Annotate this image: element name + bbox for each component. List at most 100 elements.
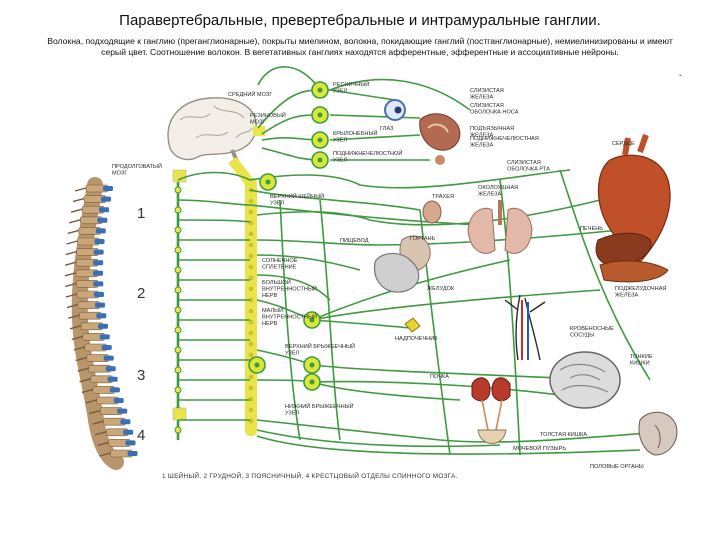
ganglia (248, 81, 329, 391)
chain-ganglion (174, 226, 182, 234)
vertebra-disc (97, 323, 108, 329)
vertebra-process (68, 314, 80, 319)
vertebra-disc (96, 313, 107, 319)
vertebra-disc (101, 196, 112, 202)
vertebra-process (70, 208, 83, 213)
vertebra-disc (127, 451, 138, 456)
label-eye: ГЛАЗ (380, 126, 394, 132)
vertebra-disc (97, 217, 108, 223)
vertebra-disc (107, 376, 118, 382)
vertebra-disc (93, 281, 104, 287)
cord-segment (248, 198, 254, 204)
section-number-1: 1 (137, 205, 145, 222)
vertebra-disc (103, 355, 114, 361)
vertebra-process (92, 420, 104, 425)
vertebra-disc (101, 345, 112, 350)
chain-ganglion (174, 386, 182, 394)
vertebra-process (64, 272, 77, 277)
celiac-ganglion-core (309, 317, 315, 323)
vertebra-disc (103, 186, 113, 191)
label-heart: СЕРДЦЕ (612, 141, 635, 147)
chain-ganglion (174, 186, 182, 194)
vertebra-disc (93, 292, 104, 297)
label-colon: ТОЛСТАЯ КИШКА (540, 432, 587, 438)
brainstem (228, 156, 255, 187)
submandibular-ganglion-core (317, 137, 323, 143)
vertebra-process (65, 282, 77, 288)
label-larynx: ГОРТАНЬ (410, 236, 436, 242)
mesenteric-ganglion-core (309, 379, 315, 385)
vertebra-disc (99, 207, 110, 213)
spine-illustration (64, 177, 138, 470)
chain-ganglion (174, 286, 182, 294)
vertebra-disc (94, 302, 105, 308)
vertebra-process (73, 346, 85, 351)
dash-mark: - (679, 70, 682, 80)
otic-ganglion-core (317, 157, 323, 163)
cord-segment (248, 264, 254, 270)
chain-ganglion (174, 326, 182, 334)
label-genitals: ПОЛОВЫЕ ОРГАНЫ (590, 464, 644, 470)
vertebra-disc (125, 440, 136, 446)
diagram-title: Паравертебральные, превертебральные и ин… (119, 12, 601, 29)
cord-segment (248, 330, 254, 336)
cord-segment (248, 209, 254, 215)
vertebra-process (85, 399, 97, 404)
vertebra-process (74, 187, 87, 192)
vertebra-process (99, 452, 111, 457)
intestines-illustration (549, 351, 621, 409)
vertebra-disc (120, 419, 131, 425)
chain-ganglion (174, 206, 182, 214)
eye-illustration (384, 99, 406, 121)
chain-ganglion (174, 266, 182, 274)
label-trachea: ТРАХЕЯ (432, 194, 454, 200)
vertebra-disc (123, 429, 134, 435)
cord-segment (248, 286, 254, 292)
label-midbrain: СРЕДНИЙ МОЗГ (228, 90, 272, 98)
vertebra-disc (113, 398, 124, 403)
vertebra-process (75, 356, 87, 362)
label-adrenal: НАДПОЧЕЧНИК (395, 336, 438, 342)
segment-markers (172, 126, 265, 421)
vertebra-disc (109, 387, 120, 393)
head-glands-illustration (419, 113, 461, 165)
diagram-subtitle: Волокна, подходящие к ганглию (прегангли… (47, 36, 673, 57)
chain-ganglion (174, 346, 182, 354)
label-esophagus: ПИЩЕВОД (340, 238, 369, 244)
lungs-illustration (467, 200, 533, 254)
vertebra-process (94, 431, 107, 436)
vertebra-process (81, 388, 94, 394)
vertebra-process (69, 219, 81, 224)
vertebra-process (65, 250, 77, 256)
vertebra-disc (93, 260, 104, 266)
superior-mesenteric-ganglion-core (309, 362, 315, 368)
liver-illustration (595, 232, 652, 266)
cord-segment (248, 319, 254, 325)
section-number-2: 2 (137, 285, 145, 302)
vertebra-process (67, 229, 79, 235)
footer-caption: 1 ШЕЙНЫЙ, 2 ГРУДНОЙ, 3 ПОЯСНИЧНЫЙ, 4 КРЕ… (162, 471, 458, 480)
pterygopalatine-ganglion-core (317, 112, 323, 118)
section-number-4: 4 (137, 427, 145, 444)
cord-segment (248, 352, 254, 358)
vertebra-disc (94, 239, 105, 244)
superior-cervical-ganglion-core (265, 179, 271, 185)
vertebra-process (89, 409, 101, 415)
